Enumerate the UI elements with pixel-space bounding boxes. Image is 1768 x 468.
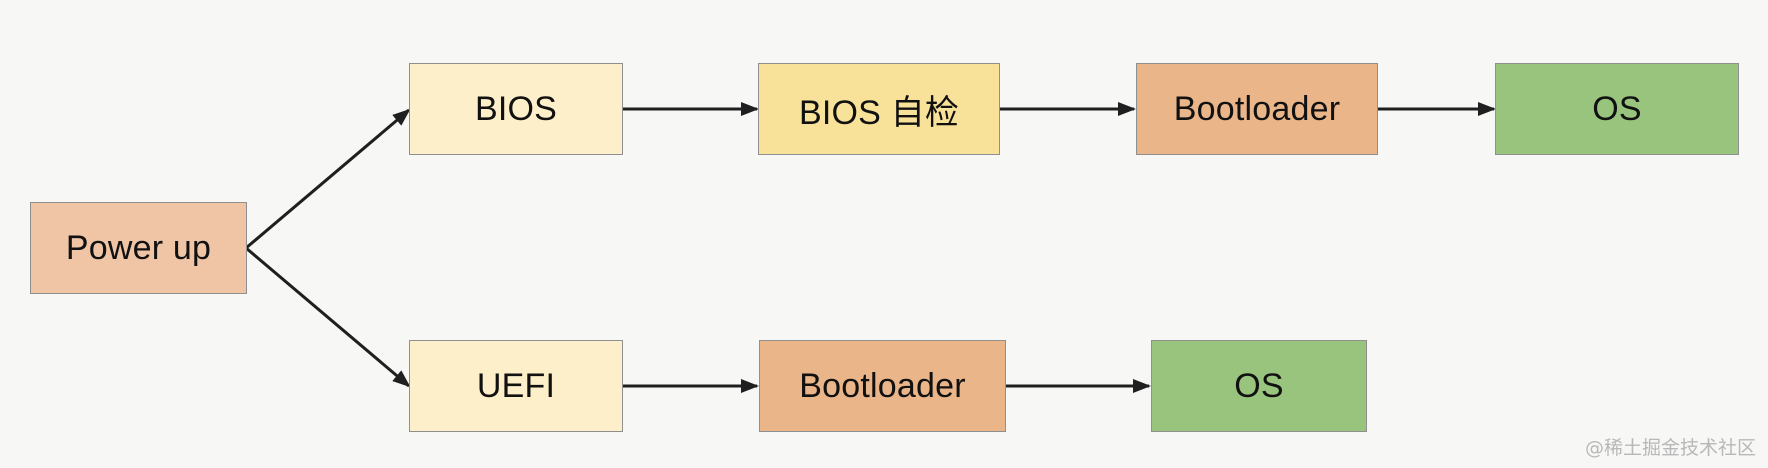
node-power-up: Power up: [30, 202, 247, 294]
node-bios-check: BIOS 自检: [758, 63, 1000, 155]
node-os-bottom: OS: [1151, 340, 1367, 432]
node-uefi: UEFI: [409, 340, 623, 432]
node-bootloader-bottom: Bootloader: [759, 340, 1006, 432]
edge-power-to-uefi: [245, 246, 411, 388]
node-bios: BIOS: [409, 63, 623, 155]
watermark-text: @稀土掘金技术社区: [1584, 437, 1756, 459]
edge-power-to-bios: [245, 108, 411, 250]
node-os-top: OS: [1495, 63, 1739, 155]
node-bootloader-top: Bootloader: [1136, 63, 1378, 155]
